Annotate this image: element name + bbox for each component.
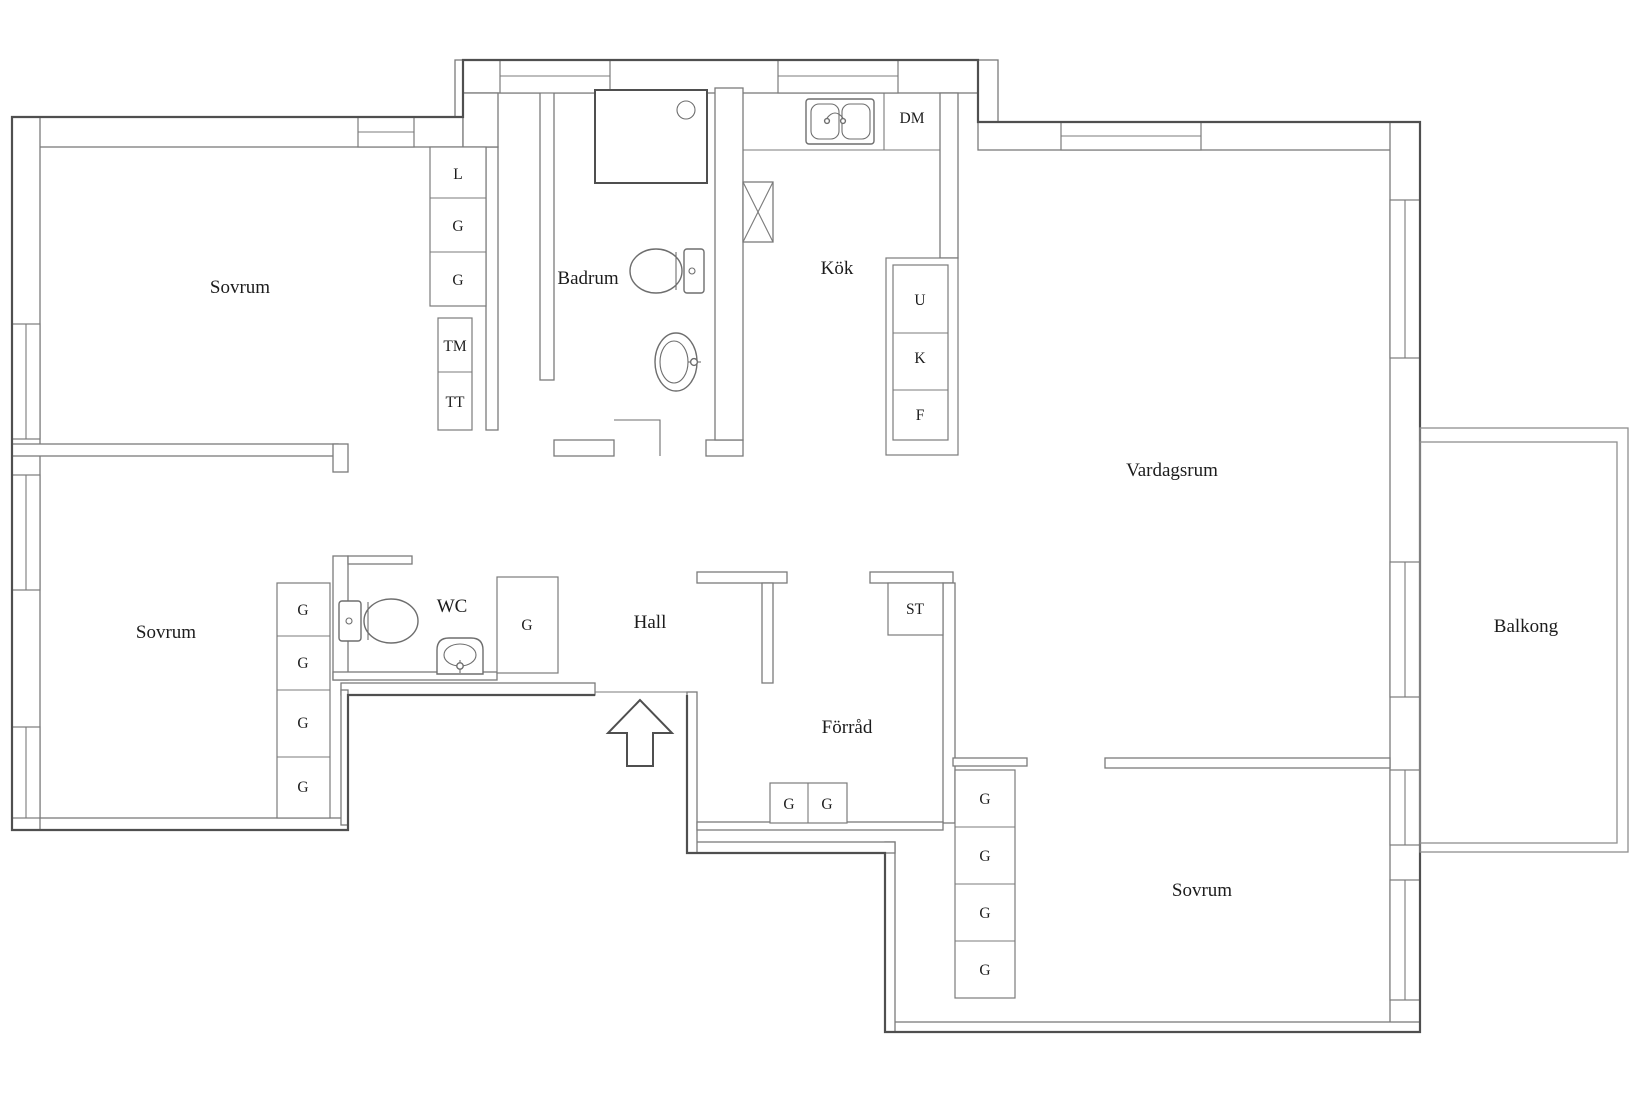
wall-segment bbox=[11, 443, 339, 457]
window bbox=[777, 59, 899, 94]
closet-label-tm: TM bbox=[443, 338, 466, 355]
closet-label-g: G bbox=[979, 848, 990, 865]
closet-label-g: G bbox=[979, 905, 990, 922]
window bbox=[11, 323, 41, 440]
closet-label-st: ST bbox=[906, 601, 925, 618]
wall-segment bbox=[705, 439, 744, 457]
room-label-badrum: Badrum bbox=[557, 268, 618, 289]
sink-badrum bbox=[654, 332, 701, 392]
closet-gg-forrad bbox=[769, 782, 848, 824]
window bbox=[1060, 121, 1202, 151]
shower bbox=[594, 89, 708, 184]
exterior-outline bbox=[10, 58, 1422, 1034]
closet-label-k: K bbox=[914, 350, 926, 367]
kitchen-fixtures bbox=[742, 93, 940, 243]
room-label-sovrum-top-left: Sovrum bbox=[210, 277, 270, 298]
window bbox=[1389, 199, 1421, 359]
closets bbox=[276, 146, 1016, 999]
laundry-unit bbox=[437, 317, 473, 431]
wall-segment bbox=[11, 817, 349, 831]
room-label-sovrum-bottom-left: Sovrum bbox=[136, 622, 196, 643]
toilet-badrum bbox=[629, 248, 705, 294]
wall-segment bbox=[332, 443, 349, 473]
closet-label-f: F bbox=[916, 407, 925, 424]
sink-wc bbox=[436, 637, 484, 675]
balcony-door bbox=[1389, 561, 1421, 698]
wall-segment bbox=[454, 59, 464, 118]
wall-segment bbox=[485, 146, 499, 431]
balcony-railing bbox=[1419, 427, 1629, 853]
closet-label-g: G bbox=[297, 779, 308, 796]
wall-segment bbox=[332, 671, 498, 681]
entrance-arrow bbox=[605, 698, 675, 767]
wall-segment bbox=[11, 116, 41, 831]
closet-label-g: G bbox=[297, 715, 308, 732]
wall-segment bbox=[462, 92, 499, 148]
room-label-vardagsrum: Vardagsrum bbox=[1126, 460, 1218, 481]
closet-label-g: G bbox=[297, 655, 308, 672]
kitchen-sink bbox=[805, 98, 875, 145]
appliance-column-ukf bbox=[885, 257, 959, 456]
wall-segment bbox=[761, 582, 774, 684]
wall-segment bbox=[884, 841, 896, 1033]
wall-segment bbox=[539, 87, 555, 381]
wall-segment bbox=[714, 87, 744, 441]
closet-column-lgg bbox=[429, 146, 487, 307]
room-label-balkong: Balkong bbox=[1494, 616, 1559, 637]
vent-shaft bbox=[742, 181, 774, 243]
wall-segment bbox=[696, 571, 788, 584]
closet-st bbox=[887, 582, 944, 636]
bathroom-fixtures bbox=[594, 89, 708, 456]
labels: Sovrum Badrum Kök Vardagsrum Sovrum WC H… bbox=[136, 110, 1559, 979]
wc-fixtures bbox=[338, 598, 484, 675]
closet-label-g: G bbox=[297, 602, 308, 619]
wall-segment bbox=[942, 582, 956, 824]
closet-label-g: G bbox=[452, 218, 463, 235]
closet-label-g: G bbox=[521, 617, 532, 634]
wall-segment bbox=[347, 555, 413, 565]
closet-label-tt: TT bbox=[446, 394, 465, 411]
closet-label-g: G bbox=[979, 791, 990, 808]
wall-segment bbox=[553, 439, 615, 457]
window bbox=[1389, 769, 1421, 846]
wall-segment bbox=[340, 682, 596, 696]
bathroom-step bbox=[614, 419, 661, 456]
room-label-forrad: Förråd bbox=[822, 717, 873, 738]
wall-segment bbox=[1104, 757, 1391, 769]
closet-label-u: U bbox=[914, 292, 925, 309]
window bbox=[11, 726, 41, 819]
wall-segment bbox=[686, 691, 698, 854]
closet-column-br bbox=[954, 769, 1016, 999]
wall-segment bbox=[689, 841, 896, 854]
closet-column-bl bbox=[276, 582, 331, 819]
window bbox=[11, 474, 41, 591]
toilet-wc bbox=[338, 598, 419, 644]
room-label-hall: Hall bbox=[634, 612, 667, 633]
closet-label-l: L bbox=[453, 166, 462, 183]
room-label-sovrum-bottom-right: Sovrum bbox=[1172, 880, 1232, 901]
closet-label-g: G bbox=[979, 962, 990, 979]
closet-label-dm: DM bbox=[900, 110, 925, 127]
closet-label-g: G bbox=[821, 796, 832, 813]
room-label-wc: WC bbox=[437, 596, 468, 617]
wall-segment bbox=[939, 92, 959, 259]
wall-segment bbox=[869, 571, 954, 584]
windows bbox=[11, 59, 1421, 1001]
room-label-kok: Kök bbox=[821, 258, 854, 279]
closet-label-g: G bbox=[452, 272, 463, 289]
closet-g-hall bbox=[496, 576, 559, 674]
window bbox=[357, 116, 415, 148]
wall-segment bbox=[977, 59, 999, 123]
wall-segment bbox=[952, 757, 1028, 767]
window bbox=[1389, 879, 1421, 1001]
wall-segment bbox=[884, 1021, 1421, 1033]
window bbox=[499, 59, 611, 94]
closet-label-g: G bbox=[783, 796, 794, 813]
